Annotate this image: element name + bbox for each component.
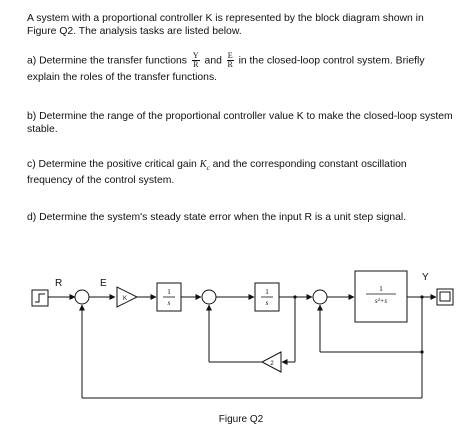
branch-point-1 [293,295,297,299]
part-c-suffix: and the corresponding constant oscillati… [212,159,407,170]
feedback-gain-label: 2 [270,361,274,367]
gain-k-block [116,286,139,308]
part-d-line-1: d) Determine the system's steady state e… [27,212,407,223]
fraction-r-denominator: R [193,60,199,69]
fraction-y-numerator: Y [191,51,200,61]
figure-caption: Figure Q2 [219,414,264,425]
scope-output-block [436,288,454,306]
integrator1-denominator: s [168,298,171,307]
plant-block [354,270,408,323]
plant-numerator: 1 [379,284,383,293]
fraction-e-numerator: E [226,51,234,61]
fraction-r-denominator-2: R [227,60,233,69]
summing-junction-2 [201,289,217,305]
part-b-line-1: b) Determine the range of the proportion… [27,111,453,122]
integrator1-numerator: 1 [167,287,171,296]
step-icon [35,293,45,303]
scope-screen-icon [439,291,451,302]
summing-junction-3 [312,289,328,305]
part-a-and: and [204,55,222,67]
part-a-prefix: a) Determine the transfer functions [27,55,187,67]
branch-point-3 [420,350,424,354]
intro-line-1: A system with a proportional controller … [27,13,424,24]
label-r: R [55,278,62,289]
label-y: Y [422,272,429,283]
summing-junction-1 [74,289,90,305]
step-input-block [31,289,49,307]
intro-line-2: Figure Q2. The analysis tasks are listed… [27,26,242,37]
part-b-line-2: stable. [27,124,58,135]
part-c-line-2: frequency of the control system. [27,175,175,186]
gain-k-label: K [123,296,127,302]
integrator2-numerator: 1 [265,287,269,296]
branch-point-2 [420,295,424,299]
integrator2-denominator: s [266,298,269,307]
plant-denominator: s²+s [375,297,388,305]
part-c-prefix: c) Determine the positive critical gain [27,159,197,170]
critical-gain-symbol: Kc [199,159,210,173]
part-c-line-1: c) Determine the positive critical gain … [27,158,407,175]
part-a-line-2: explain the roles of the transfer functi… [27,72,218,83]
feedback-gain-block [260,351,282,373]
part-a-suffix: in the closed-loop control system. Brief… [238,55,425,67]
label-e: E [100,278,107,289]
